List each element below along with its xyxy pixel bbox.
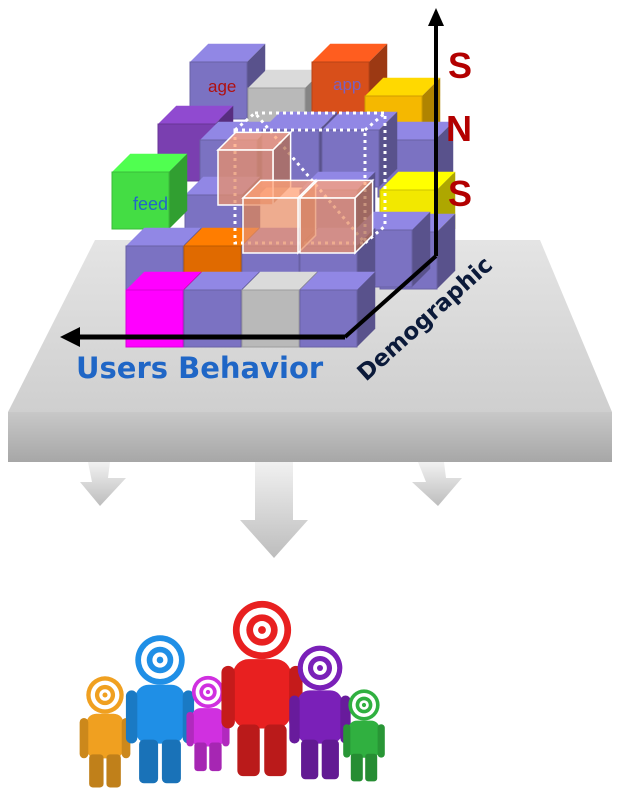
target-people-group [79, 600, 385, 788]
data-cube-grid [111, 43, 456, 348]
axis-arrow-up-icon [428, 8, 444, 26]
sns-letter-s1: S [448, 45, 472, 86]
down-arrow-icon [412, 462, 462, 506]
highlight-cube [298, 178, 375, 255]
down-arrow-icon [80, 462, 126, 506]
users-behavior-axis: Users Behavior [60, 327, 345, 385]
down-arrow-icon [240, 462, 308, 558]
target-person-icon [343, 689, 385, 782]
target-person-icon [125, 635, 195, 784]
highlighted-cubes [216, 130, 375, 255]
cube-feed [111, 153, 188, 230]
cube [299, 271, 376, 348]
axis-arrow-left-icon [60, 327, 80, 347]
target-person-icon [79, 676, 131, 788]
cube-label-feed: feed [133, 194, 168, 214]
cube-label-age: age [208, 77, 236, 96]
sns-letter-s2: S [448, 173, 472, 214]
selection-outline [233, 111, 387, 246]
down-arrows [80, 462, 462, 558]
cube-label-app: app [333, 75, 361, 94]
target-person-icon [221, 600, 303, 777]
platform-side [8, 412, 612, 462]
sns-axis: S N S [428, 8, 472, 256]
sns-letter-n: N [446, 108, 472, 149]
users-behavior-label: Users Behavior [76, 351, 324, 385]
target-person-icon [289, 645, 351, 780]
